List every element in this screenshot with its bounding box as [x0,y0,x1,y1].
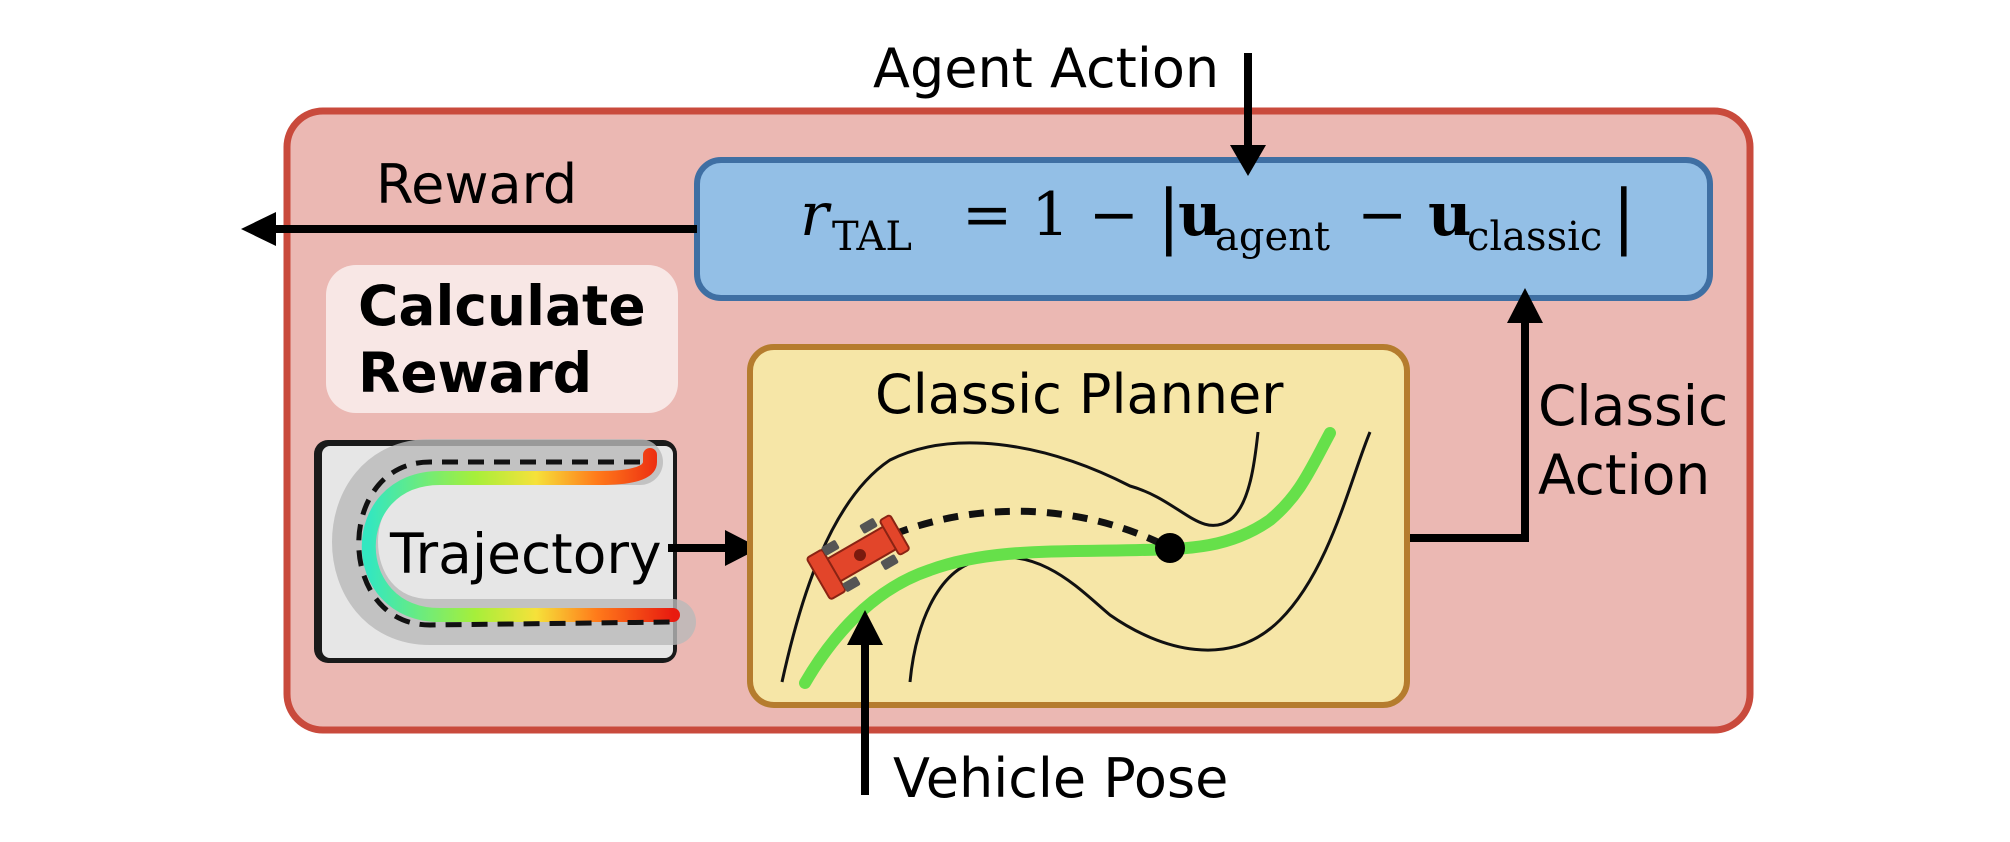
trajectory-arrow [668,530,760,566]
formula-equals: = 1 − [962,180,1139,250]
vehicle-pose-arrow [847,610,883,795]
classic-action-line1: Classic [1538,374,1728,438]
formula-u-agent-subscript: agent [1215,214,1330,260]
formula-minus: − [1357,180,1407,250]
formula-r-subscript: TAL [832,214,912,260]
formula-bar-open: | [1157,175,1181,257]
classic-action-line2: Action [1538,443,1710,507]
trajectory-thumbnail [314,439,696,663]
calculate-reward-line2: Reward [358,341,592,405]
planner-illustration [780,427,1372,689]
vehicle-pose-label: Vehicle Pose [893,747,1228,810]
race-car-icon [806,514,910,600]
calculate-reward-box [326,265,678,413]
classic-planner-title: Classic Planner [875,363,1284,426]
formula-bar-close: | [1612,175,1636,257]
calculate-reward-line1: Calculate [358,274,646,338]
reward-formula: r TAL = 1 − | u agent − u classic | [800,175,1636,260]
reward-label: Reward [376,153,577,216]
reward-arrow [241,212,697,246]
agent-action-arrow [1230,53,1266,176]
trajectory-label: Trajectory [389,522,662,586]
formula-r: r [800,180,832,250]
formula-u-agent: u [1178,180,1222,250]
classic-planner-box [747,344,1410,708]
formula-u-classic-subscript: classic [1467,214,1602,260]
formula-u-classic: u [1428,180,1472,250]
agent-action-label: Agent Action [873,37,1219,100]
classic-action-arrow [1410,288,1543,542]
